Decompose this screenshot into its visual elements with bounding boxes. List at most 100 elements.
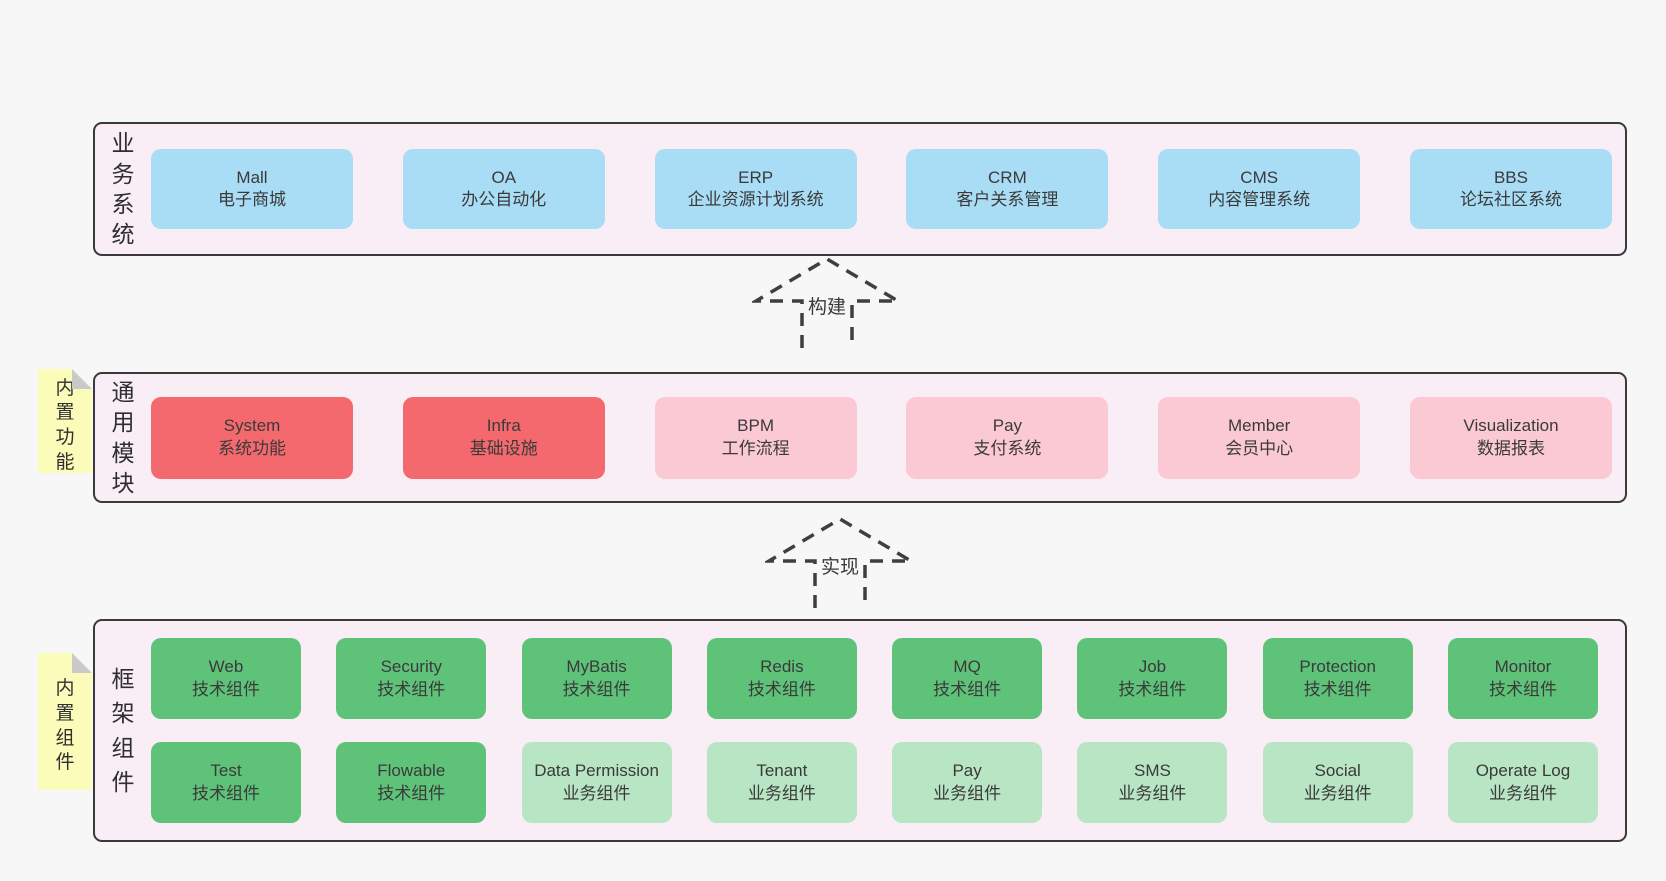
box-flowable: Flowable 技术组件 bbox=[336, 742, 487, 823]
box-web: Web 技术组件 bbox=[151, 638, 301, 719]
framework-row-2: Test 技术组件 Flowable 技术组件 Data Permission … bbox=[151, 742, 1598, 823]
box-subtitle: 工作流程 bbox=[721, 438, 790, 458]
box-protection: Protection 技术组件 bbox=[1262, 638, 1413, 719]
box-title: Pay bbox=[952, 761, 982, 781]
box-member: Member 会员中心 bbox=[1158, 396, 1361, 479]
box-operate-log: Operate Log 业务组件 bbox=[1447, 742, 1598, 823]
box-subtitle: 技术组件 bbox=[1118, 679, 1187, 699]
box-title: Mall bbox=[236, 167, 268, 187]
box-cms: CMS 内容管理系统 bbox=[1158, 149, 1361, 229]
panel-business-systems: 业务系统 Mall 电子商城 OA 办公自动化 ERP 企业资源计划系统 CRM… bbox=[93, 122, 1627, 256]
arrow-build: 构建 bbox=[752, 255, 902, 350]
framework-row-1: Web 技术组件 Security 技术组件 MyBatis 技术组件 Redi… bbox=[151, 638, 1598, 719]
box-title: SMS bbox=[1133, 761, 1171, 781]
box-subtitle: 技术组件 bbox=[192, 783, 260, 803]
box-title: CMS bbox=[1240, 167, 1279, 187]
box-title: Data Permission bbox=[534, 761, 659, 781]
box-subtitle: 技术组件 bbox=[933, 679, 1002, 699]
box-visualization: Visualization 数据报表 bbox=[1409, 396, 1612, 479]
box-bpm: BPM 工作流程 bbox=[654, 396, 857, 479]
box-title: Flowable bbox=[377, 761, 446, 781]
box-crm: CRM 客户关系管理 bbox=[906, 149, 1109, 229]
box-title: Visualization bbox=[1463, 416, 1559, 436]
box-pay-system: Pay 支付系统 bbox=[906, 396, 1109, 479]
box-infra: Infra 基础设施 bbox=[402, 396, 605, 479]
box-subtitle: 办公自动化 bbox=[461, 190, 547, 209]
box-title: Test bbox=[210, 761, 242, 781]
box-title: OA bbox=[491, 167, 517, 187]
box-title: BBS bbox=[1493, 167, 1528, 187]
panel-label-text: 框架组件 bbox=[111, 665, 135, 796]
box-subtitle: 企业资源计划系统 bbox=[687, 190, 824, 209]
box-title: Social bbox=[1314, 761, 1361, 781]
box-pay-component: Pay 业务组件 bbox=[892, 742, 1043, 823]
box-subtitle: 业务组件 bbox=[1118, 783, 1187, 803]
box-monitor: Monitor 技术组件 bbox=[1447, 638, 1598, 719]
box-erp: ERP 企业资源计划系统 bbox=[654, 149, 857, 229]
box-title: Monitor bbox=[1494, 657, 1552, 677]
box-subtitle: 业务组件 bbox=[562, 783, 631, 803]
sticky-note-label: 内置组件 bbox=[55, 678, 75, 774]
box-subtitle: 技术组件 bbox=[562, 679, 631, 699]
box-title: Redis bbox=[760, 657, 804, 677]
box-subtitle: 技术组件 bbox=[1488, 679, 1557, 699]
sticky-note-builtin-features: 内置功能 bbox=[38, 369, 92, 473]
box-subtitle: 论坛社区系统 bbox=[1459, 190, 1562, 209]
box-subtitle: 基础设施 bbox=[469, 438, 538, 458]
arrow-label: 构建 bbox=[803, 291, 851, 320]
box-mybatis: MyBatis 技术组件 bbox=[521, 638, 672, 719]
box-mall: Mall 电子商城 bbox=[151, 149, 353, 229]
box-system: System 系统功能 bbox=[151, 396, 353, 479]
box-mq: MQ 技术组件 bbox=[892, 638, 1043, 719]
box-title: Pay bbox=[992, 416, 1023, 436]
box-subtitle: 技术组件 bbox=[192, 679, 260, 699]
box-subtitle: 技术组件 bbox=[1303, 679, 1372, 699]
box-security: Security 技术组件 bbox=[336, 638, 487, 719]
box-subtitle: 系统功能 bbox=[218, 438, 286, 458]
box-subtitle: 电子商城 bbox=[218, 190, 286, 209]
business-boxes-row: Mall 电子商城 OA 办公自动化 ERP 企业资源计划系统 CRM 客户关系… bbox=[151, 124, 1625, 254]
box-title: Web bbox=[208, 657, 244, 677]
box-social: Social 业务组件 bbox=[1262, 742, 1413, 823]
fold-corner-icon bbox=[72, 369, 92, 389]
box-subtitle: 技术组件 bbox=[377, 783, 446, 803]
box-sms: SMS 业务组件 bbox=[1077, 742, 1228, 823]
up-arrow-icon bbox=[752, 256, 902, 348]
box-title: Protection bbox=[1299, 657, 1376, 677]
box-title: System bbox=[223, 416, 281, 436]
sticky-note-label: 内置功能 bbox=[55, 377, 75, 473]
box-data-permission: Data Permission 业务组件 bbox=[521, 742, 672, 823]
up-arrow-icon bbox=[765, 516, 915, 608]
box-tenant: Tenant 业务组件 bbox=[706, 742, 857, 823]
box-subtitle: 技术组件 bbox=[377, 679, 446, 699]
arrow-label: 实现 bbox=[816, 551, 864, 580]
modules-boxes-row: System 系统功能 Infra 基础设施 BPM 工作流程 Pay 支付系统… bbox=[151, 374, 1625, 501]
box-title: Tenant bbox=[756, 761, 808, 781]
framework-rows: Web 技术组件 Security 技术组件 MyBatis 技术组件 Redi… bbox=[151, 621, 1625, 840]
box-subtitle: 业务组件 bbox=[1303, 783, 1372, 803]
box-oa: OA 办公自动化 bbox=[402, 149, 605, 229]
box-bbs: BBS 论坛社区系统 bbox=[1409, 149, 1612, 229]
box-title: ERP bbox=[738, 167, 774, 187]
box-subtitle: 会员中心 bbox=[1225, 438, 1294, 458]
box-subtitle: 技术组件 bbox=[747, 679, 816, 699]
box-job: Job 技术组件 bbox=[1077, 638, 1228, 719]
box-title: Infra bbox=[486, 416, 521, 436]
sticky-note-builtin-components: 内置组件 bbox=[38, 653, 92, 790]
panel-label-text: 通用模块 bbox=[111, 378, 135, 496]
box-title: MQ bbox=[953, 657, 981, 677]
panel-framework-components: 框架组件 Web 技术组件 Security 技术组件 MyBatis 技术组件… bbox=[93, 619, 1627, 842]
panel-label-business: 业务系统 bbox=[95, 124, 151, 254]
panel-label-text: 业务系统 bbox=[111, 130, 135, 248]
box-redis: Redis 技术组件 bbox=[706, 638, 857, 719]
arrow-implement: 实现 bbox=[765, 515, 915, 610]
panel-label-framework: 框架组件 bbox=[95, 621, 151, 840]
box-test: Test 技术组件 bbox=[151, 742, 301, 823]
box-title: Security bbox=[380, 657, 442, 677]
box-title: Operate Log bbox=[1475, 761, 1571, 781]
box-subtitle: 数据报表 bbox=[1476, 438, 1545, 458]
box-subtitle: 业务组件 bbox=[1488, 783, 1557, 803]
box-title: BPM bbox=[737, 416, 775, 436]
fold-corner-icon bbox=[72, 653, 92, 673]
